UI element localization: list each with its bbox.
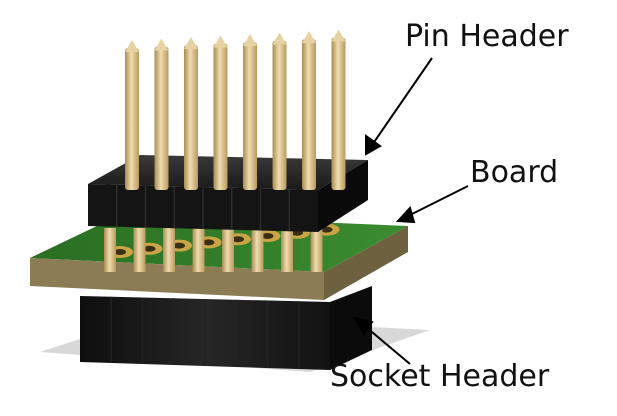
upper-pin: [184, 45, 198, 190]
board-pad-hole: [232, 236, 244, 243]
upper-pin: [302, 39, 316, 190]
pin-header-body-side: [318, 160, 368, 232]
pin-tip: [243, 34, 257, 46]
upper-pin: [272, 40, 287, 190]
board-arrowhead: [395, 206, 416, 224]
lower-pin: [310, 228, 323, 272]
pin-header-label: Pin Header: [405, 19, 569, 54]
upper-pin: [213, 43, 228, 190]
board-label: Board: [470, 155, 559, 190]
pin-tip: [125, 40, 139, 52]
socket-header: [80, 286, 372, 370]
lower-pin: [281, 228, 293, 272]
pin-tip: [184, 37, 198, 49]
lower-pin: [133, 228, 146, 272]
board-side-edge: [324, 226, 408, 300]
board-arrow: [403, 185, 469, 219]
board-front-edge: [30, 258, 324, 300]
pin-header-arrowhead: [365, 134, 382, 156]
board-pad-hole: [143, 245, 156, 252]
pin-tip: [272, 32, 287, 45]
lower-pin: [251, 228, 264, 272]
socket-header-label: Socket Header: [330, 359, 550, 394]
board-pad-hole: [261, 233, 274, 239]
pin-tip: [302, 31, 316, 43]
upper-pin: [331, 37, 346, 190]
pin-tip: [154, 38, 169, 51]
lower-pin: [192, 228, 205, 272]
pin-header: [88, 29, 368, 272]
board-pad-hole: [114, 249, 126, 255]
lower-pin: [222, 228, 234, 272]
upper-pin: [243, 42, 257, 190]
pin-tip: [213, 35, 228, 48]
upper-pin: [154, 46, 169, 190]
upper-pin: [125, 48, 139, 190]
pin-header-upper-pins: [125, 29, 346, 190]
board-pad-hole: [173, 242, 185, 249]
lower-pin: [104, 228, 116, 272]
socket-header-arrowhead: [353, 316, 374, 336]
board-pad-hole: [202, 239, 215, 246]
pin-header-lower-pins: [104, 228, 323, 272]
pointer-arrows: [353, 57, 469, 365]
pin-header-body-seams: [116, 184, 290, 232]
lower-pin: [163, 228, 175, 272]
pin-tip: [331, 29, 346, 42]
pin-header-arrow: [369, 57, 433, 149]
socket-header-side: [330, 286, 372, 370]
socket-header-seams: [110, 296, 300, 369]
